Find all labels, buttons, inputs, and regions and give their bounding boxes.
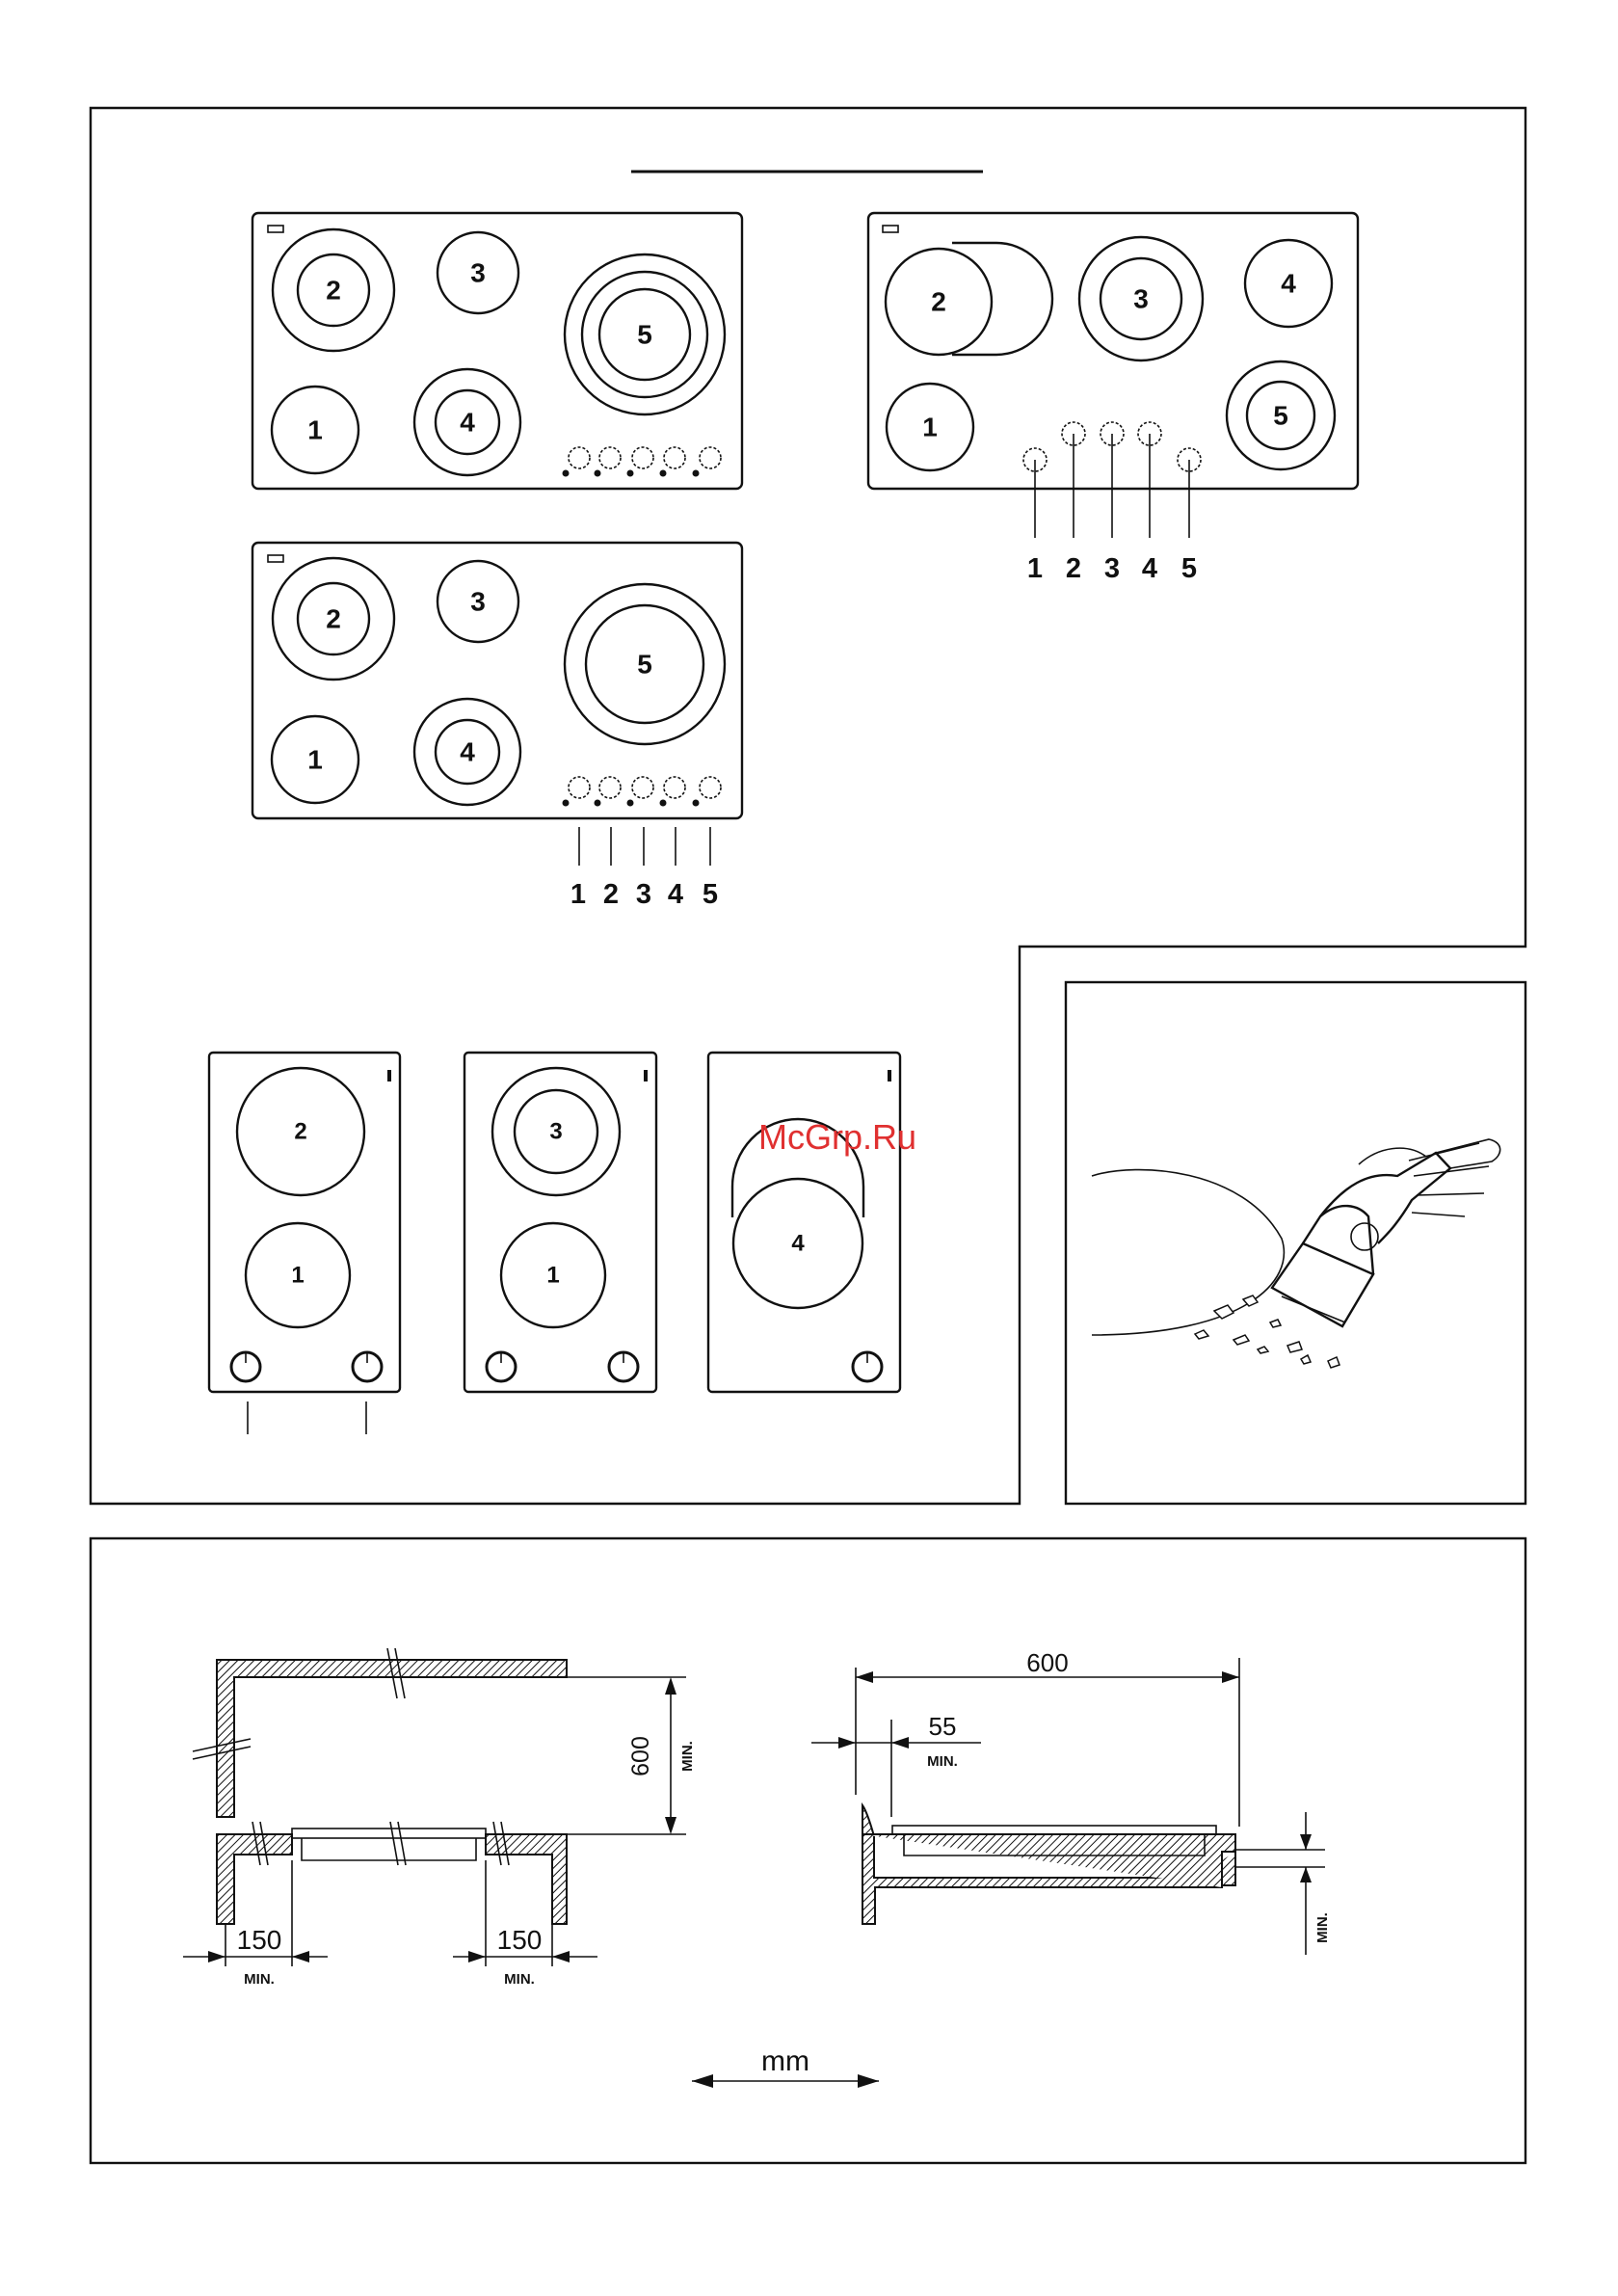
top-frame	[91, 108, 1525, 1504]
installation-front-view: 600 MIN. 150 MIN. 150 MIN.	[183, 1648, 696, 1988]
dim-height-value: 600	[627, 1736, 654, 1776]
knob-label: 5	[1181, 553, 1197, 584]
dim-back-unit: MIN.	[927, 1753, 958, 1770]
zone-label: 1	[307, 415, 323, 445]
zone-label: 1	[307, 745, 323, 775]
zone-label: 4	[1281, 269, 1296, 299]
hob-top-left: 2 3 5 1 4	[252, 213, 742, 489]
knob-label: 1	[1027, 553, 1043, 584]
domino-hob-a: 2 1	[209, 1053, 400, 1434]
zone-label: 3	[1133, 284, 1149, 314]
zone-label: 3	[470, 258, 486, 288]
dim-height-unit: MIN.	[679, 1741, 696, 1772]
zone-label: 2	[294, 1119, 306, 1145]
knob-label: 5	[703, 879, 718, 910]
zone-label: 2	[931, 287, 946, 317]
zone-label: 4	[460, 737, 475, 767]
zone-label: 1	[291, 1263, 304, 1289]
zone-label: 4	[791, 1231, 805, 1257]
domino-hob-b: 3 1	[464, 1053, 656, 1392]
dim-side-right-unit: MIN.	[504, 1971, 535, 1988]
domino-hob-c: 4	[708, 1053, 900, 1392]
dim-width-value: 600	[1026, 1648, 1068, 1677]
zone-label: 1	[546, 1263, 559, 1289]
dim-bottom-unit: MIN.	[1314, 1912, 1331, 1943]
knob-label: 2	[1066, 553, 1081, 584]
zone-label: 2	[326, 276, 341, 306]
units-label: mm	[761, 2045, 809, 2077]
knob-label: 1	[570, 879, 586, 910]
knob-label: 2	[603, 879, 619, 910]
zone-label: 1	[922, 413, 938, 442]
hob-top-right: 2 3 4 1 5 1 2 3 4 5	[868, 213, 1358, 584]
zone-label: 4	[460, 408, 475, 438]
zone-label: 5	[637, 650, 652, 680]
scraper-hand-icon	[1092, 1139, 1500, 1368]
hob-mid-left: 2 3 5 1 4 1 2 3 4 5	[252, 543, 742, 910]
dim-side-left-unit: MIN.	[244, 1971, 275, 1988]
zone-label: 5	[637, 320, 652, 350]
zone-label: 3	[470, 587, 486, 617]
knob-label: 3	[636, 879, 651, 910]
zone-label: 5	[1273, 401, 1288, 431]
dim-side-left-value: 150	[237, 1925, 282, 1955]
knob-label: 3	[1104, 553, 1120, 584]
dim-back-value: 55	[929, 1712, 957, 1741]
installation-side-view: MIN. 600 55 MIN.	[811, 1648, 1331, 1955]
zone-label: 2	[326, 604, 341, 634]
knob-label: 4	[1142, 553, 1157, 584]
knob-label: 4	[668, 879, 683, 910]
cleaning-frame	[1066, 982, 1525, 1504]
zone-label: 3	[549, 1119, 562, 1145]
dim-side-right-value: 150	[497, 1925, 543, 1955]
units-indicator: mm	[692, 2045, 879, 2088]
watermark: McGrp.Ru	[758, 1117, 916, 1157]
